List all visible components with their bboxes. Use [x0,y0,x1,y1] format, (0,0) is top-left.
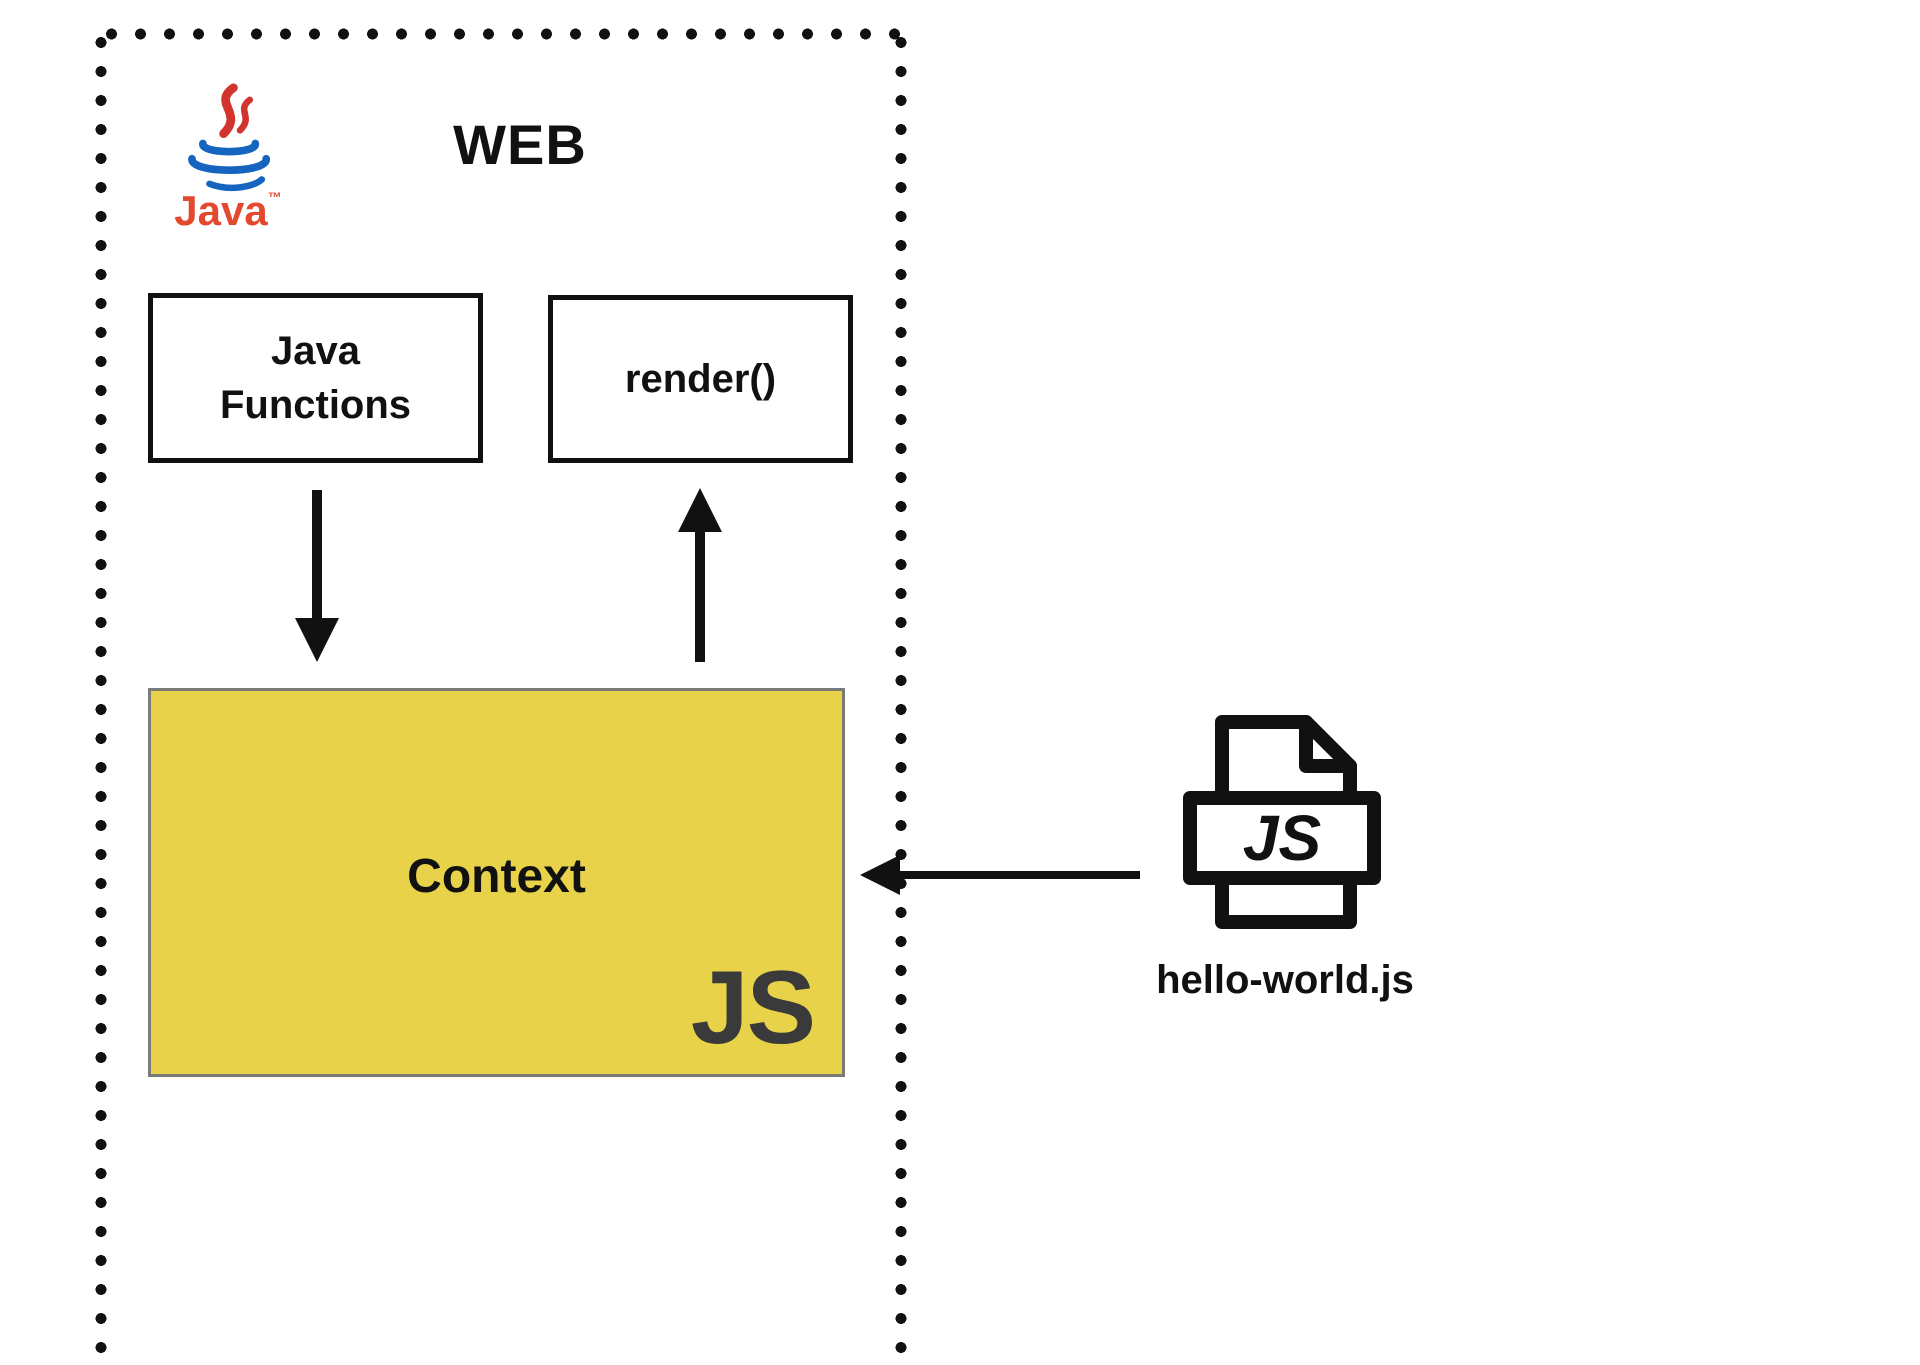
java-logo-icon [188,83,270,192]
js-file-icon: JS [1183,715,1381,929]
render-label: render() [624,357,777,401]
java-logo: Java™ [168,82,288,232]
render-box: render() [548,295,853,463]
file-name-label: hello-world.js [1156,958,1414,1002]
context-label: Context [407,850,586,903]
dotted-border-left [95,28,107,1365]
java-logo-label: Java™ [174,187,282,234]
web-title: WEB [453,113,587,176]
dotted-border-top [97,28,905,40]
context-box: Context JS [148,688,845,1077]
context-js-logo: JS [690,950,816,1066]
dotted-border-right [895,28,907,1365]
java-functions-box: Java Functions [148,293,483,463]
web-dotted-container [95,28,907,1365]
arrow-file-to-context [860,855,1140,895]
arrow-context-to-render [678,488,722,662]
java-trademark: ™ [267,189,282,205]
arrow-java-functions-to-context [295,490,339,662]
java-functions-label: Java Functions [219,329,412,427]
js-file-banner-text: JS [1243,802,1322,874]
